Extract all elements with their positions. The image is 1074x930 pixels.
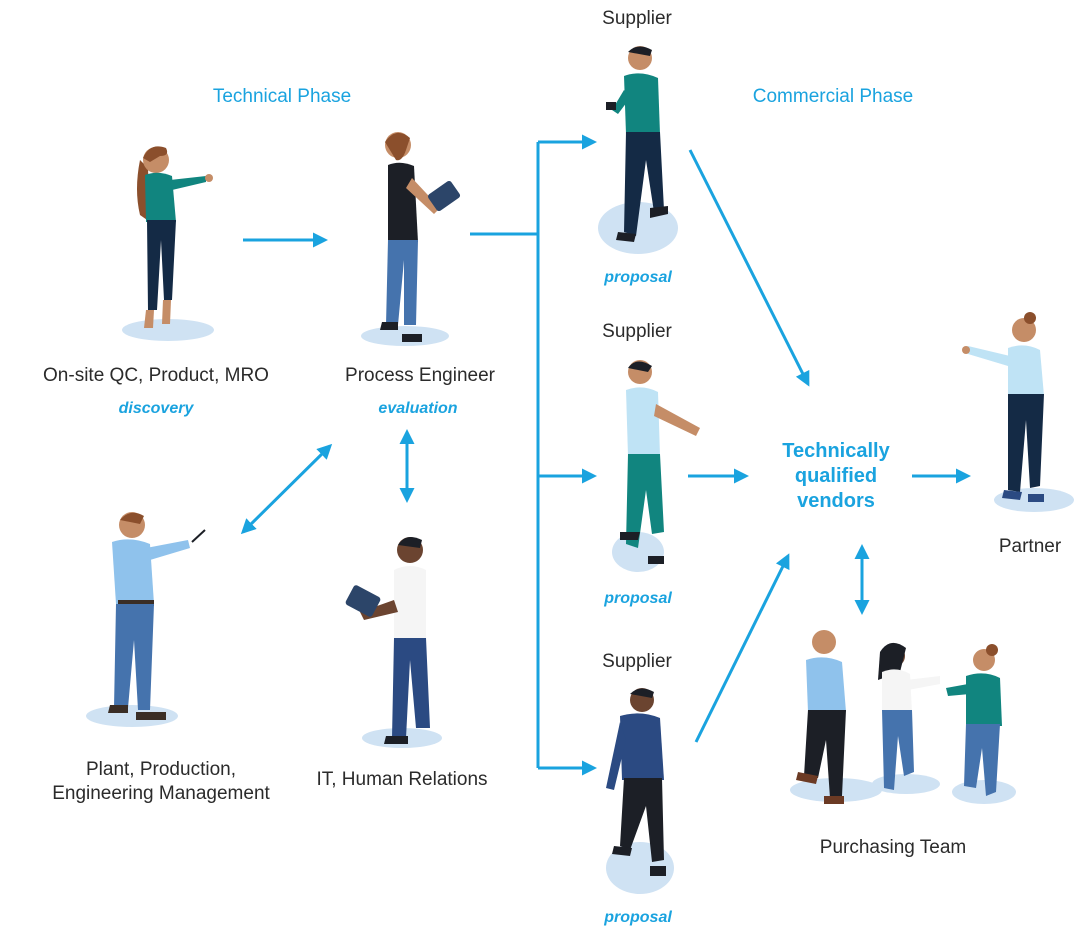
supplier-1-proposal: proposal xyxy=(604,269,672,286)
evaluation-stage-label: evaluation xyxy=(378,400,458,417)
arrow-supplier3-to-vendors xyxy=(694,553,790,743)
purchasing-team-illustration xyxy=(790,630,1016,804)
plant-role-label: Plant, Production, Engineering Managemen… xyxy=(52,759,270,804)
partner-illustration xyxy=(962,312,1074,512)
partner-label: Partner xyxy=(998,536,1062,557)
process-engineer-illustration xyxy=(361,132,461,346)
it-hr-role-label: IT, Human Relations xyxy=(316,769,488,790)
supplier-2-proposal: proposal xyxy=(604,590,672,607)
flow-arrows xyxy=(240,134,971,776)
supplier-2-illustration xyxy=(612,360,700,572)
process-engineer-label: Process Engineer xyxy=(345,365,495,386)
onsite-person-illustration xyxy=(122,146,214,341)
it-person-illustration xyxy=(345,536,442,748)
supplier-1-label: Supplier xyxy=(602,8,672,29)
arrow-supplier1-to-vendors xyxy=(688,149,810,387)
onsite-role-label: On-site QC, Product, MRO xyxy=(43,365,269,386)
qualified-vendors-label: Technically qualified vendors xyxy=(782,440,890,512)
technical-phase-heading: Technical Phase xyxy=(212,86,352,107)
supplier-3-illustration xyxy=(606,688,674,894)
supplier-3-proposal: proposal xyxy=(604,909,672,926)
supplier-2-label: Supplier xyxy=(602,321,672,342)
supplier-1-illustration xyxy=(598,46,678,254)
discovery-stage-label: discovery xyxy=(118,400,194,417)
plant-manager-illustration xyxy=(86,512,206,727)
arrow-engineer-plant xyxy=(240,443,333,535)
supplier-3-label: Supplier xyxy=(602,651,672,672)
supplier-branch-line xyxy=(470,142,540,768)
commercial-phase-heading: Commercial Phase xyxy=(752,86,914,107)
purchasing-team-label: Purchasing Team xyxy=(819,837,967,858)
